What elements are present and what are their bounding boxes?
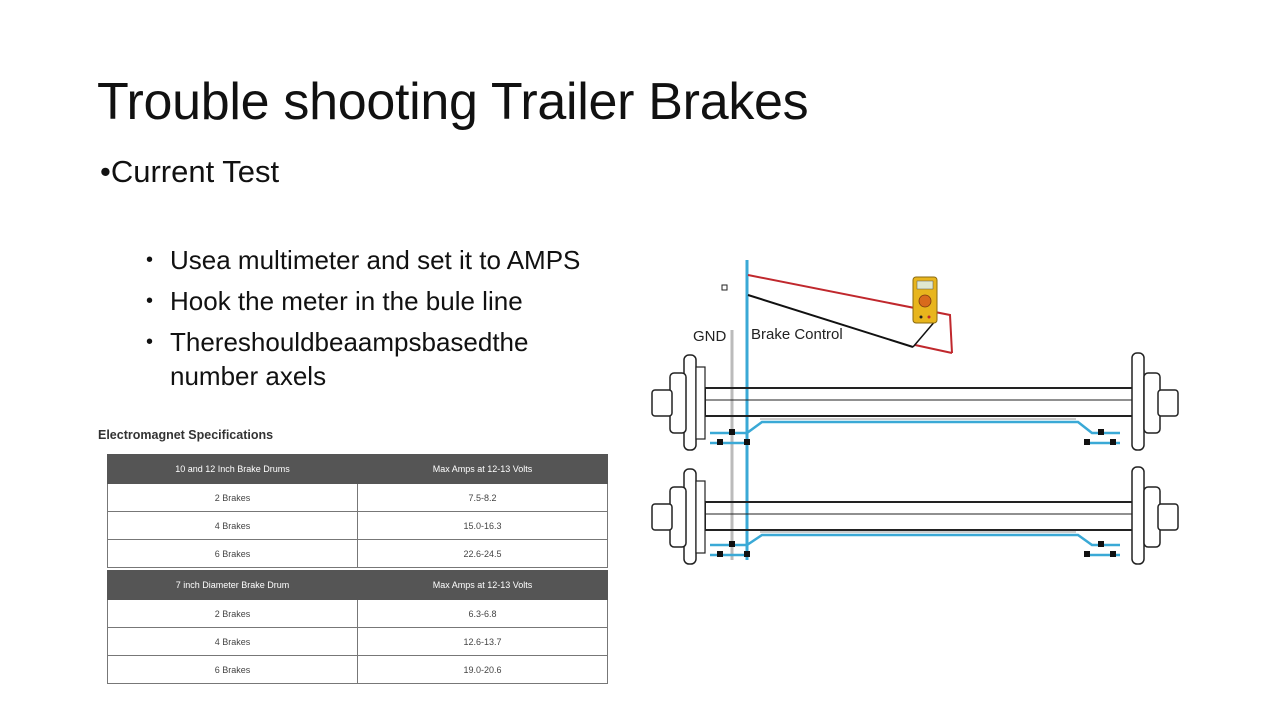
bullet-list: • Usea multimeter and set it to AMPS • Hoo… [146,243,596,400]
bullet-text: Hook the meter in the bule line [170,286,523,316]
multimeter-icon [912,276,938,324]
black-wire [747,294,914,348]
table-header-row: 10 and 12 Inch Brake Drums Max Amps at 1… [107,454,608,484]
gnd-label: GND [693,328,727,345]
table-cell: 15.0-16.3 [357,511,608,540]
axle-top [651,352,1179,451]
column-header: Max Amps at 12-13 Volts [357,570,608,600]
marker-square [721,284,728,291]
level1-bullet: •Current Test [100,154,279,190]
wiring-diagram: GND Brake Control [651,260,1179,565]
column-header: 7 inch Diameter Brake Drum [107,570,358,600]
table-row: 2 Brakes 7.5-8.2 [107,483,608,512]
bullet-item: • Hook the meter in the bule line [146,284,596,318]
bullet-glyph: • [100,154,111,189]
axle-bottom [651,466,1179,565]
table-cell: 6 Brakes [107,539,358,568]
table-header-row: 7 inch Diameter Brake Drum Max Amps at 1… [107,570,608,600]
meter-lead [912,319,937,348]
table-cell: 2 Brakes [107,599,358,628]
bullet-dot: • [146,249,154,271]
bullet-dot: • [146,290,154,312]
bullet-item: • Thereshouldbeaampsbasedthe number axels [146,325,596,393]
table-cell: 6 Brakes [107,655,358,684]
slide-title: Trouble shooting Trailer Brakes [97,73,809,131]
bullet-dot: • [146,331,154,353]
column-header: Max Amps at 12-13 Volts [357,454,608,484]
bullet-text: Thereshouldbeaampsbasedthe number axels [170,327,529,391]
table-cell: 4 Brakes [107,511,358,540]
table-cell: 7.5-8.2 [357,483,608,512]
table-cell: 6.3-6.8 [357,599,608,628]
table-cell: 12.6-13.7 [357,627,608,656]
table-cell: 2 Brakes [107,483,358,512]
bullet-item: • Usea multimeter and set it to AMPS [146,243,596,277]
column-header: 10 and 12 Inch Brake Drums [107,454,358,484]
table-row: 4 Brakes 12.6-13.7 [107,627,608,656]
table-row: 6 Brakes 19.0-20.6 [107,655,608,684]
spec-heading: Electromagnet Specifications [98,428,274,442]
brake-control-label: Brake Control [751,326,843,343]
table-cell: 22.6-24.5 [357,539,608,568]
table-row: 4 Brakes 15.0-16.3 [107,511,608,540]
red-wire [747,274,953,354]
spec-table-7-inch: 7 inch Diameter Brake Drum Max Amps at 1… [107,570,608,684]
table-row: 6 Brakes 22.6-24.5 [107,539,608,568]
level1-text: Current Test [110,154,280,189]
table-row: 2 Brakes 6.3-6.8 [107,599,608,628]
table-cell: 4 Brakes [107,627,358,656]
spec-table-10-12-inch: 10 and 12 Inch Brake Drums Max Amps at 1… [107,454,608,568]
red-wire-return [914,344,953,354]
table-cell: 19.0-20.6 [357,655,608,684]
bullet-text: Usea multimeter and set it to AMPS [170,245,581,275]
